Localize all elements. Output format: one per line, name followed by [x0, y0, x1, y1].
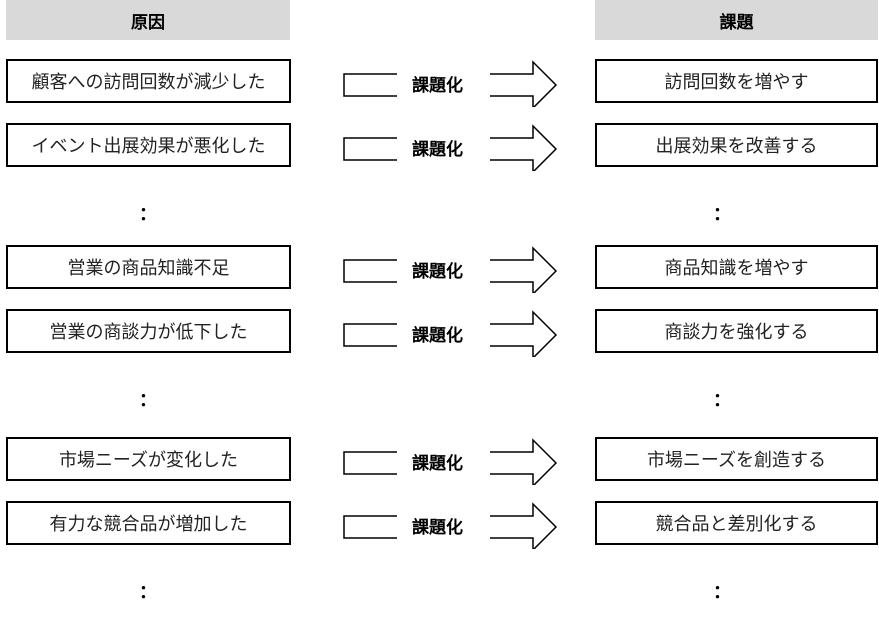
convert-arrow: 課題化	[340, 59, 560, 107]
issue-box: 商品知識を増やす	[595, 245, 878, 289]
convert-arrow: 課題化	[340, 501, 560, 549]
arrow-icon	[343, 438, 558, 485]
convert-label: 課題化	[412, 262, 463, 282]
convert-arrow: 課題化	[340, 245, 560, 293]
convert-arrow: 課題化	[340, 123, 560, 171]
issue-box: 競合品と差別化する	[595, 501, 878, 545]
issue-box: 訪問回数を増やす	[595, 59, 878, 103]
cause-box: 営業の商品知識不足	[6, 245, 291, 289]
arrow-icon	[343, 502, 558, 549]
cause-box: 有力な競合品が増加した	[6, 501, 291, 545]
convert-arrow: 課題化	[340, 437, 560, 485]
arrow-icon	[343, 310, 558, 357]
ellipsis-issue: ：	[713, 204, 731, 225]
arrow-icon	[343, 60, 558, 107]
issue-box: 商談力を強化する	[595, 309, 878, 353]
convert-arrow: 課題化	[340, 309, 560, 357]
cause-box: 顧客への訪問回数が減少した	[6, 59, 291, 103]
convert-label: 課題化	[412, 326, 463, 346]
ellipsis-cause: ：	[139, 204, 157, 225]
convert-label: 課題化	[412, 76, 463, 96]
arrow-icon	[343, 246, 558, 293]
cause-header: 原因	[6, 0, 290, 40]
convert-label: 課題化	[412, 140, 463, 160]
ellipsis-issue: ：	[713, 582, 731, 603]
issue-box: 市場ニーズを創造する	[595, 437, 878, 481]
issue-box: 出展効果を改善する	[595, 123, 878, 167]
convert-label: 課題化	[412, 454, 463, 474]
cause-box: イベント出展効果が悪化した	[6, 123, 291, 167]
issue-header: 課題	[595, 0, 878, 40]
ellipsis-cause: ：	[139, 582, 157, 603]
cause-box: 市場ニーズが変化した	[6, 437, 291, 481]
ellipsis-issue: ：	[713, 390, 731, 411]
arrow-icon	[343, 124, 558, 171]
convert-label: 課題化	[412, 518, 463, 538]
cause-box: 営業の商談力が低下した	[6, 309, 291, 353]
ellipsis-cause: ：	[139, 390, 157, 411]
